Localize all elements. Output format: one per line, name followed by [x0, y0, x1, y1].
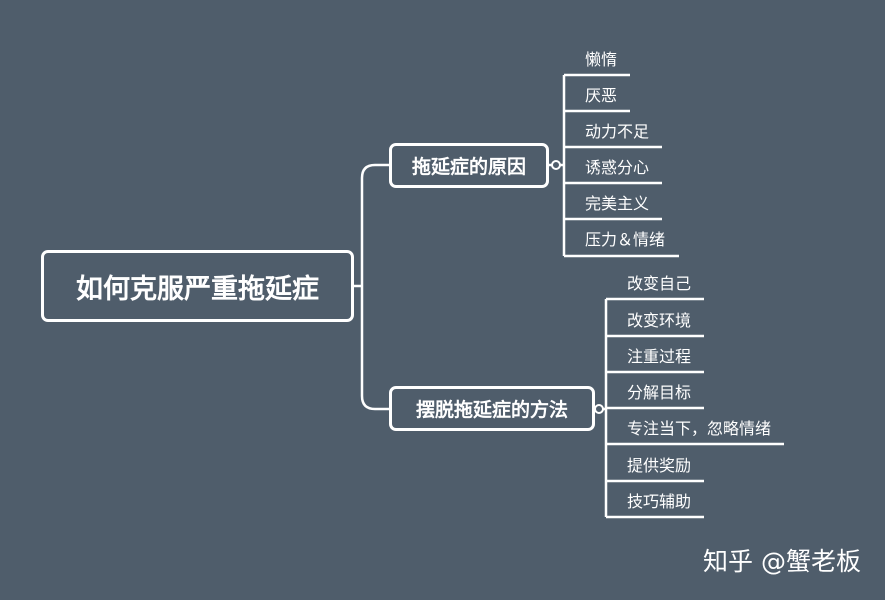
subtopic-cause[interactable]: 厌恶: [585, 86, 618, 105]
subtopic-cause[interactable]: 完美主义: [585, 194, 650, 213]
root-topic[interactable]: 如何克服严重拖延症: [41, 250, 354, 322]
subtopic-method[interactable]: 改变自己: [627, 274, 692, 293]
branch-topic-causes[interactable]: 拖延症的原因: [389, 143, 549, 188]
collapse-handle-methods[interactable]: [594, 404, 604, 414]
connector-methods: [595, 297, 784, 519]
connector-causes: [549, 73, 679, 258]
subtopic-cause[interactable]: 诱惑分心: [585, 158, 650, 177]
subtopic-method[interactable]: 技巧辅助: [627, 492, 692, 511]
branch-topic-methods[interactable]: 摆脱拖延症的方法: [389, 386, 595, 431]
collapse-handle-causes[interactable]: [551, 160, 561, 170]
subtopic-method[interactable]: 专注当下，忽略情绪: [627, 419, 772, 438]
connector-root-to-branches: [354, 163, 389, 411]
subtopic-method[interactable]: 提供奖励: [627, 456, 692, 475]
subtopic-method[interactable]: 注重过程: [627, 347, 692, 366]
subtopic-cause[interactable]: 动力不足: [585, 122, 650, 141]
subtopic-cause[interactable]: 压力＆情绪: [585, 230, 666, 249]
watermark: 知乎 @蟹老板: [703, 547, 861, 576]
subtopic-method[interactable]: 分解目标: [627, 383, 692, 402]
subtopic-method[interactable]: 改变环境: [627, 311, 692, 330]
subtopic-cause[interactable]: 懒惰: [585, 50, 618, 69]
